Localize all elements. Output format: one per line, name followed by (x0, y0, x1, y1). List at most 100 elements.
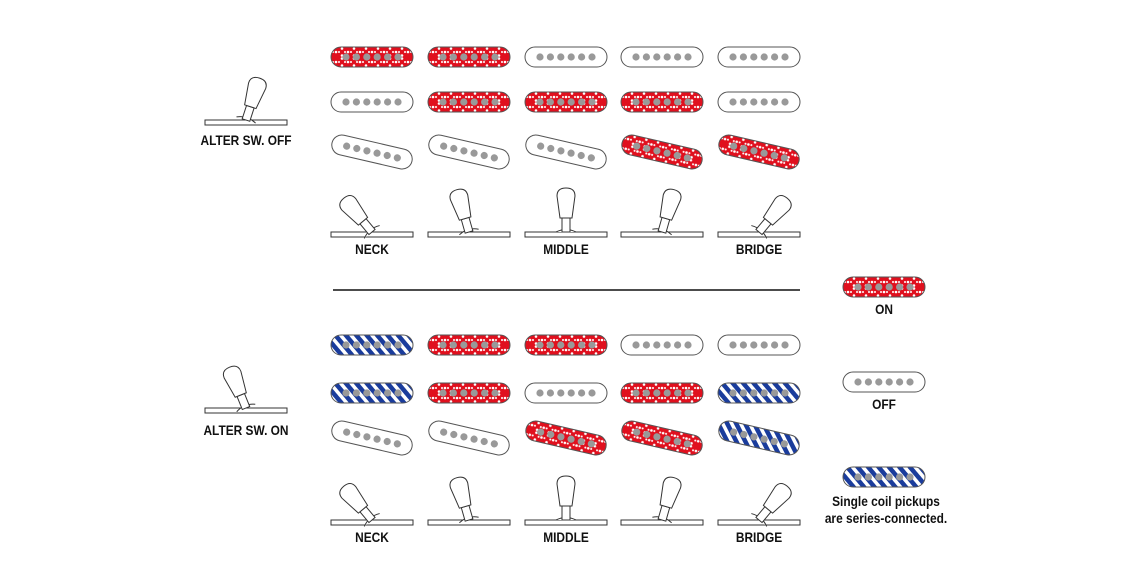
pole-piece (449, 98, 457, 106)
pickup-bridge-on (525, 420, 607, 456)
pole-piece (760, 53, 768, 61)
legend-on-pickup (842, 276, 926, 298)
selector-switch-position-1 (330, 482, 414, 527)
pole-piece (780, 440, 788, 448)
pickup-middle-on (524, 91, 608, 113)
pole-piece (875, 378, 883, 386)
pickup-bridge-series (718, 420, 800, 456)
position-label-bridge: BRIDGE (735, 241, 783, 257)
pole-piece (633, 142, 641, 150)
pole-piece (342, 53, 350, 61)
pole-piece (750, 147, 758, 155)
pickup-bridge-on (621, 420, 703, 456)
pole-piece (588, 389, 596, 397)
pole-piece (490, 154, 498, 162)
pole-piece (450, 430, 458, 439)
pole-piece (352, 389, 360, 397)
pole-piece (567, 435, 575, 443)
legend-off-label: OFF (872, 396, 896, 412)
pole-piece (557, 98, 565, 106)
pole-piece (470, 435, 478, 443)
pole-piece (567, 149, 575, 157)
selector-switch-position-5 (717, 482, 801, 527)
pole-piece (632, 389, 640, 397)
pole-piece (781, 53, 789, 61)
pole-piece (739, 341, 747, 349)
pole-piece (546, 341, 554, 349)
pole-piece (491, 389, 499, 397)
pole-piece (449, 389, 457, 397)
pole-piece (536, 341, 544, 349)
pole-piece (588, 98, 596, 106)
pole-piece (352, 53, 360, 61)
pole-piece (567, 389, 575, 397)
pole-piece (460, 147, 468, 155)
pole-piece (393, 154, 401, 162)
pole-piece (885, 473, 893, 481)
pole-piece (450, 144, 458, 153)
pole-piece (739, 98, 747, 106)
pole-piece (674, 389, 682, 397)
pole-piece (490, 440, 498, 448)
pole-piece (896, 473, 904, 481)
pickup-neck-on (330, 46, 414, 68)
pole-piece (373, 53, 381, 61)
alter-switch-on-label: ALTER SW. ON (203, 422, 289, 438)
pole-piece (740, 144, 748, 153)
pole-piece (578, 341, 586, 349)
pole-piece (373, 435, 381, 443)
pole-piece (546, 98, 554, 106)
pole-piece (684, 389, 692, 397)
pickup-bridge-off (428, 420, 510, 456)
pole-piece (578, 389, 586, 397)
pole-piece (460, 98, 468, 106)
pole-piece (481, 53, 489, 61)
position-label-neck: NECK (355, 529, 389, 545)
pole-piece (373, 149, 381, 157)
alter-switch-off-label: ALTER SW. OFF (200, 132, 292, 148)
pole-piece (663, 53, 671, 61)
pole-piece (353, 144, 361, 153)
pole-piece (875, 473, 883, 481)
pickup-bridge-off (525, 134, 607, 170)
pole-piece (440, 428, 448, 436)
pole-piece (771, 389, 779, 397)
pole-piece (547, 430, 555, 439)
pole-piece (642, 53, 650, 61)
pole-piece (363, 389, 371, 397)
pole-piece (760, 435, 768, 443)
pole-piece (557, 341, 565, 349)
pole-piece (673, 437, 681, 446)
pole-piece (588, 341, 596, 349)
pole-piece (460, 389, 468, 397)
pole-piece (537, 142, 545, 150)
pole-piece (578, 98, 586, 106)
pole-piece (683, 154, 691, 162)
pole-piece (480, 437, 488, 446)
pole-piece (906, 378, 914, 386)
pole-piece (546, 389, 554, 397)
pole-piece (633, 428, 641, 436)
pole-piece (363, 147, 371, 155)
pole-piece (740, 430, 748, 439)
pole-piece (557, 53, 565, 61)
pickup-middle-series (330, 382, 414, 404)
pickup-middle-on (620, 382, 704, 404)
pole-piece (577, 437, 585, 446)
pole-piece (896, 283, 904, 291)
pole-piece (383, 437, 391, 446)
pole-piece (780, 154, 788, 162)
legend-on-label: ON (875, 301, 893, 317)
pole-piece (439, 389, 447, 397)
pole-piece (557, 389, 565, 397)
pole-piece (632, 53, 640, 61)
pole-piece (343, 428, 351, 436)
pole-piece (653, 147, 661, 155)
pickup-bridge-on (718, 134, 800, 170)
pole-piece (750, 53, 758, 61)
pole-piece (632, 98, 640, 106)
pole-piece (864, 473, 872, 481)
pole-piece (663, 389, 671, 397)
pole-piece (730, 428, 738, 436)
